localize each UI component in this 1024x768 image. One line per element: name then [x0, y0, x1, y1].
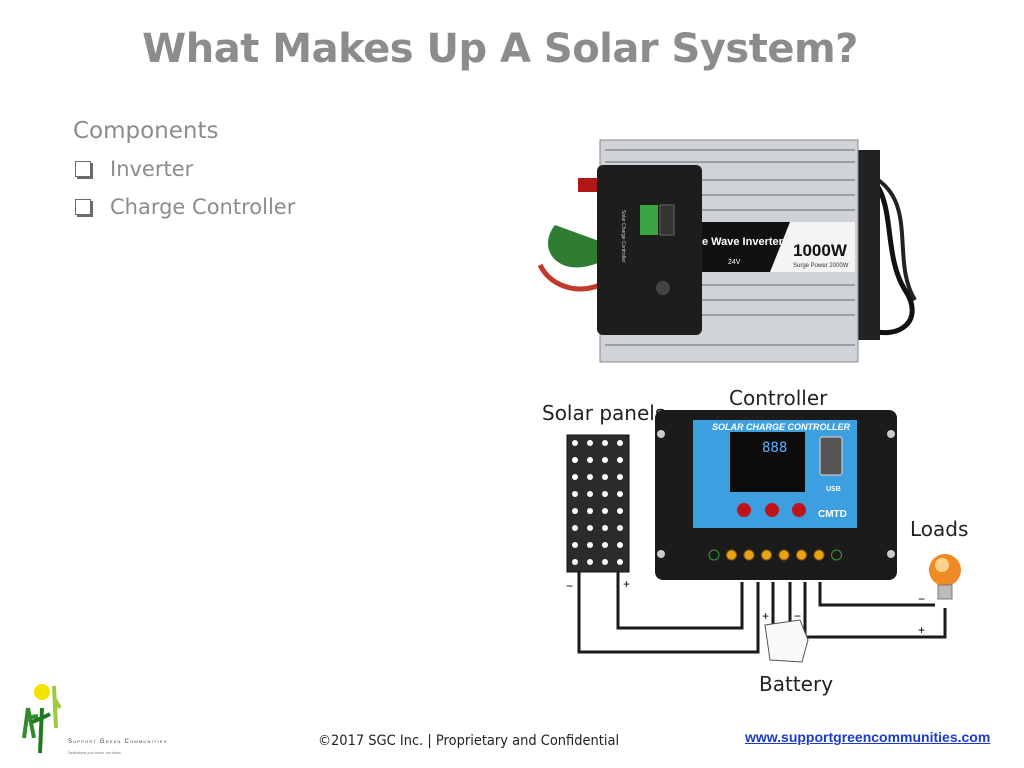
lcd-display: 888	[762, 440, 787, 456]
terminal-screw	[778, 549, 790, 561]
panel-cell	[572, 491, 578, 497]
slide-title: What Makes Up A Solar System?	[142, 26, 858, 72]
panel-cell	[602, 440, 608, 446]
panel-cell	[617, 542, 623, 548]
components-heading: Components	[73, 118, 219, 144]
controller-side-text: Solar Charge Controller	[620, 210, 626, 263]
panel-plus-label: +	[623, 577, 630, 591]
panel-cell	[572, 474, 578, 480]
inverter-model-text: e Wave Inverter	[702, 236, 784, 248]
battery-label: Battery	[759, 672, 833, 696]
terminal-screw	[796, 549, 807, 561]
panel-cell	[602, 491, 608, 497]
panel-cell	[587, 525, 593, 531]
panel-cell	[572, 440, 578, 446]
panel-cell	[572, 508, 578, 514]
menu-button	[737, 503, 751, 517]
bullet-inverter: Inverter	[75, 157, 193, 181]
panel-cell	[587, 440, 593, 446]
solar-panels-label: Solar panels	[542, 401, 665, 425]
panel-cell	[617, 525, 623, 531]
panel-cell	[617, 474, 623, 480]
checkbox-bullet-icon	[75, 199, 91, 215]
load-plus-label: +	[918, 623, 925, 637]
terminal-screw	[831, 549, 842, 561]
panel-banner-text: SOLAR CHARGE CONTROLLER	[712, 422, 850, 432]
panel-cell	[617, 491, 623, 497]
battery-plus-label: +	[762, 609, 769, 623]
panel-cell	[587, 491, 593, 497]
panel-cell	[617, 559, 623, 565]
panel-cell	[587, 559, 593, 565]
panel-cell	[587, 508, 593, 514]
panel-cell	[587, 542, 593, 548]
terminal-screw	[743, 549, 755, 561]
panel-cell	[602, 525, 608, 531]
panel-cell	[587, 474, 593, 480]
battery-icon	[764, 619, 809, 663]
org-tagline: Dedications your future, our future	[68, 751, 121, 755]
loads-label: Loads	[910, 517, 968, 541]
down-button	[792, 503, 806, 517]
terminal-screw	[726, 549, 737, 561]
panel-cell	[572, 559, 578, 565]
panel-cell	[602, 457, 608, 463]
panel-cell	[602, 559, 608, 565]
inverter-surge-text: Surge Power 2000W	[793, 263, 849, 269]
panel-minus-label: −	[566, 579, 573, 593]
inverter-power-text: 1000W	[793, 241, 848, 260]
org-name: Support Green Communities	[68, 739, 168, 745]
terminal-screw	[761, 549, 772, 561]
panel-cell	[617, 508, 623, 514]
panel-cell	[602, 474, 608, 480]
panel-cell	[602, 508, 608, 514]
battery-minus-label: −	[794, 609, 801, 623]
panel-cell	[572, 525, 578, 531]
panel-cell	[572, 457, 578, 463]
bullet-label: Charge Controller	[110, 195, 296, 219]
copyright-text: ©2017 SGC Inc. | Proprietary and Confide…	[318, 733, 620, 749]
bullet-charge-controller: Charge Controller	[75, 195, 295, 219]
solar-panel	[566, 434, 630, 573]
terminal-screw	[708, 549, 720, 561]
sgc-logo	[22, 684, 62, 754]
panel-cell	[572, 542, 578, 548]
panel-cell	[602, 542, 608, 548]
controller-label: Controller	[729, 386, 828, 410]
checkbox-bullet-icon	[75, 161, 91, 177]
panel-cell	[617, 457, 623, 463]
website-link[interactable]: www.supportgreencommunities.com	[745, 729, 991, 745]
panel-cell	[617, 440, 623, 446]
up-button	[765, 503, 779, 517]
light-bulb-icon	[929, 554, 961, 600]
bullet-label: Inverter	[110, 157, 194, 181]
charge-controller-diagram: Solar panels Controller Loads Battery − …	[542, 386, 968, 696]
terminal-screw	[813, 549, 825, 561]
charge-controller: SOLAR CHARGE CONTROLLER 888 USB CMTD	[655, 410, 897, 580]
brand-label: CMTD	[818, 509, 847, 520]
inverter-image: e Wave Inverter 24V 1000W Surge Power 20…	[537, 139, 917, 363]
usb-label: USB	[826, 486, 841, 493]
load-minus-label: −	[918, 592, 925, 606]
panel-cell	[587, 457, 593, 463]
inverter-voltage-text: 24V	[728, 259, 741, 266]
